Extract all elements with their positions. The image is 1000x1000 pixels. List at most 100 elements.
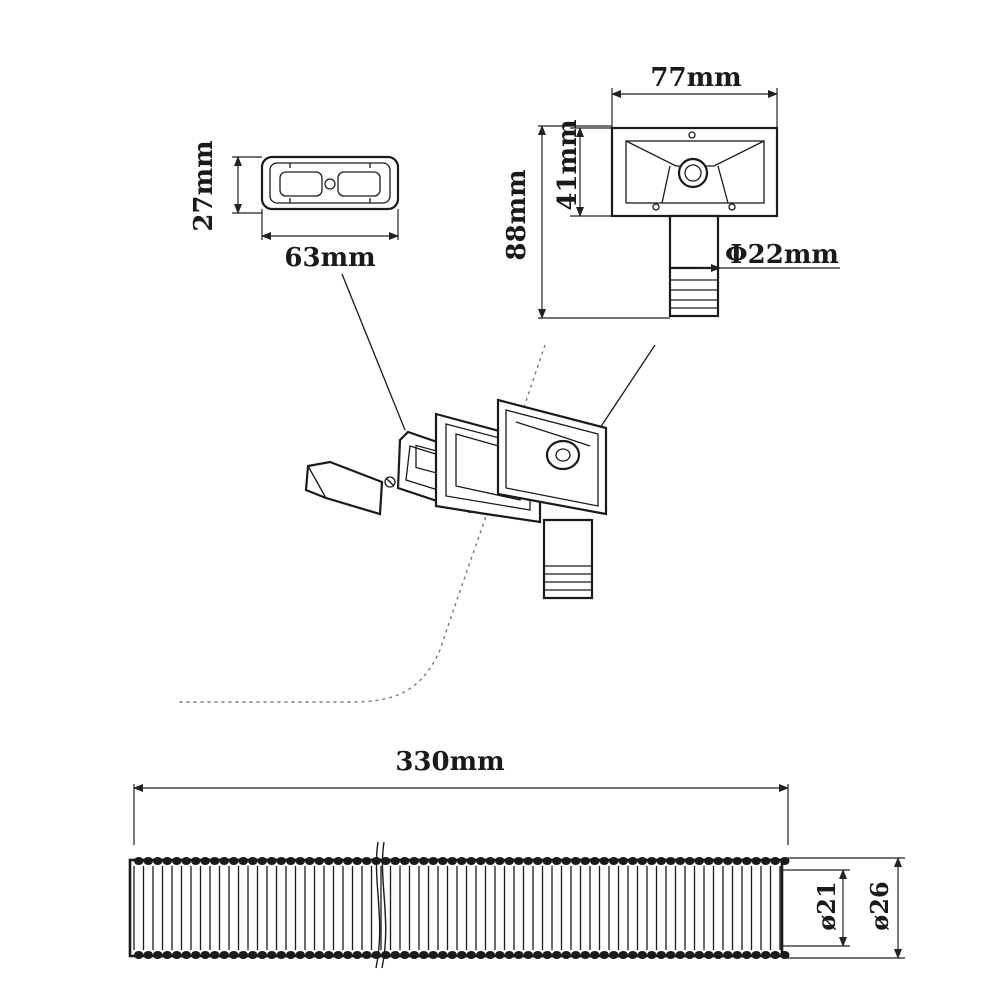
box-leader-line: [599, 344, 656, 429]
hose-bump: [248, 951, 258, 959]
hose-bump: [219, 951, 229, 959]
hose-bump: [457, 951, 467, 959]
cover-height-label: 27mm: [189, 140, 219, 231]
hose-length-label: 330mm: [395, 747, 504, 777]
hose-bump: [647, 951, 657, 959]
hose-bump: [466, 857, 476, 865]
box-inner-height-dimension: 41mm: [553, 119, 612, 217]
hose-bump: [153, 857, 163, 865]
hose-bump: [362, 951, 372, 959]
hose-bump: [438, 951, 448, 959]
hose-bump: [571, 857, 581, 865]
hose-bump: [352, 857, 362, 865]
hose-bump: [314, 857, 324, 865]
hose-outer-diameter-label: ø26: [865, 881, 894, 930]
hose-bump: [191, 951, 201, 959]
hose-bump: [438, 857, 448, 865]
hose-bump: [352, 951, 362, 959]
cover-height-dimension: 27mm: [189, 140, 262, 232]
hose-bump: [371, 951, 381, 959]
hose-bump: [599, 857, 609, 865]
hose-bump: [428, 951, 438, 959]
hose-break-line-2: [381, 841, 387, 969]
hose-bump: [609, 951, 619, 959]
hose-bump: [428, 857, 438, 865]
hose-bump: [656, 951, 666, 959]
hose-bump: [504, 857, 514, 865]
hose-bump: [713, 857, 723, 865]
hose-bump: [143, 857, 153, 865]
hose-bump: [191, 857, 201, 865]
hose-length-dimension: 330mm: [133, 747, 789, 845]
hose-bump: [200, 857, 210, 865]
hose-bump: [552, 951, 562, 959]
hose-bump: [628, 857, 638, 865]
hose-bump: [723, 857, 733, 865]
hose-bump: [276, 951, 286, 959]
hose-bump: [732, 951, 742, 959]
hose-bump: [381, 857, 391, 865]
hose-bump: [571, 951, 581, 959]
hose-bump: [238, 951, 248, 959]
hose-bump: [162, 951, 172, 959]
hose-bump: [628, 951, 638, 959]
hose-outer-diameter-dimension: ø26: [782, 857, 905, 959]
hose-bump: [514, 857, 524, 865]
hose-bump: [523, 951, 533, 959]
hose-bump: [580, 951, 590, 959]
hose-bump: [542, 951, 552, 959]
hose-bump: [390, 951, 400, 959]
hose-bump: [286, 857, 296, 865]
hose-bump: [219, 857, 229, 865]
hose-bump: [447, 857, 457, 865]
hose-bump: [561, 857, 571, 865]
hose-bump: [656, 857, 666, 865]
hose-bump: [295, 857, 305, 865]
hose-bump: [542, 857, 552, 865]
hose-bump: [324, 857, 334, 865]
hose-bump: [685, 951, 695, 959]
hose-bump: [267, 857, 277, 865]
hose-bump: [504, 951, 514, 959]
hose-bump: [276, 857, 286, 865]
hose-bump: [172, 951, 182, 959]
hose-bump: [647, 857, 657, 865]
hose-bump: [381, 951, 391, 959]
hose-bump: [685, 857, 695, 865]
hose-bump: [514, 951, 524, 959]
hose-bump: [305, 951, 315, 959]
hose-bump: [675, 857, 685, 865]
hose-bump: [238, 857, 248, 865]
hose-bump: [761, 951, 771, 959]
hose-bump: [143, 951, 153, 959]
hose-bump: [599, 951, 609, 959]
hose-bump: [257, 951, 267, 959]
hose-bump: [704, 857, 714, 865]
hose-bump: [200, 951, 210, 959]
box-total-height-label: 88mm: [502, 169, 532, 260]
hose-bump: [723, 951, 733, 959]
hose-bump: [229, 951, 239, 959]
hose-bump: [257, 857, 267, 865]
hose-bump: [637, 857, 647, 865]
hose-bump: [295, 951, 305, 959]
hose-bump: [552, 857, 562, 865]
hose-bump: [666, 857, 676, 865]
hose-bump: [751, 857, 761, 865]
hose-ribs: [133, 866, 781, 950]
hose-bump: [618, 951, 628, 959]
hose-bump: [172, 857, 182, 865]
hose-bump: [732, 857, 742, 865]
hose-bump: [400, 857, 410, 865]
hose-bump: [742, 857, 752, 865]
hose-bump: [761, 857, 771, 865]
hose-bump: [704, 951, 714, 959]
hose-bump: [485, 951, 495, 959]
hose-bump: [590, 857, 600, 865]
outlet-diameter-dimension: Φ22mm: [669, 238, 840, 272]
hose-bump: [314, 951, 324, 959]
hose-break-line: [375, 841, 381, 969]
hose-bump: [675, 951, 685, 959]
hose-bump: [419, 857, 429, 865]
